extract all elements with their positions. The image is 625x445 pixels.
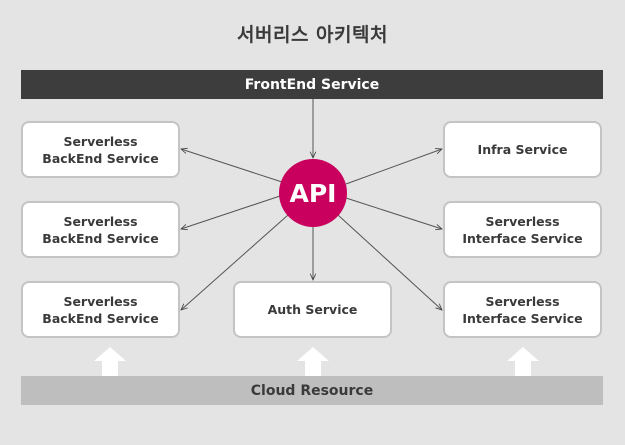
api-label: API <box>289 178 337 208</box>
box-line-2: BackEnd Service <box>42 310 159 326</box>
box-line-1: Serverless <box>63 133 138 149</box>
arrow-api-to-interface-2 <box>337 214 442 310</box>
box-line-2: Interface Service <box>462 230 583 246</box>
arrow-api-to-backend-3 <box>181 214 289 310</box>
interface-service-box-1: Serverless Interface Service <box>443 201 602 258</box>
infra-service-box: Infra Service <box>443 121 602 178</box>
diagram-title: 서버리스 아키텍처 <box>237 24 388 46</box>
backend-service-box-3: Serverless BackEnd Service <box>21 281 180 338</box>
box-line-1: Serverless <box>485 213 560 229</box>
box-line-2: Interface Service <box>462 310 583 326</box>
auth-service-box: Auth Service <box>233 281 392 338</box>
box-line-2: BackEnd Service <box>42 230 159 246</box>
box-line-1: Serverless <box>63 213 138 229</box>
interface-service-box-2: Serverless Interface Service <box>443 281 602 338</box>
arrow-api-to-backend-1 <box>181 149 283 183</box>
backend-service-box-1: Serverless BackEnd Service <box>21 121 180 178</box>
box-line-2: BackEnd Service <box>42 150 159 166</box>
arrow-api-to-interface-1 <box>345 197 442 229</box>
cloud-resource-label: Cloud Resource <box>250 382 374 399</box>
box-line-1: Auth Service <box>267 302 358 317</box>
box-line-1: Infra Service <box>477 142 568 157</box>
box-line-1: Serverless <box>485 293 560 309</box>
up-arrow-icon <box>94 347 126 376</box>
arrow-api-to-backend-2 <box>181 195 281 229</box>
arrow-api-to-infra <box>345 149 442 185</box>
frontend-service-bar: FrontEnd Service <box>21 70 603 99</box>
frontend-service-label: FrontEnd Service <box>244 76 380 93</box>
api-circle: API <box>279 159 347 227</box>
up-arrow-icon <box>297 347 329 376</box>
backend-service-box-2: Serverless BackEnd Service <box>21 201 180 258</box>
up-arrow-icon <box>507 347 539 376</box>
box-line-1: Serverless <box>63 293 138 309</box>
cloud-resource-bar: Cloud Resource <box>21 376 603 405</box>
